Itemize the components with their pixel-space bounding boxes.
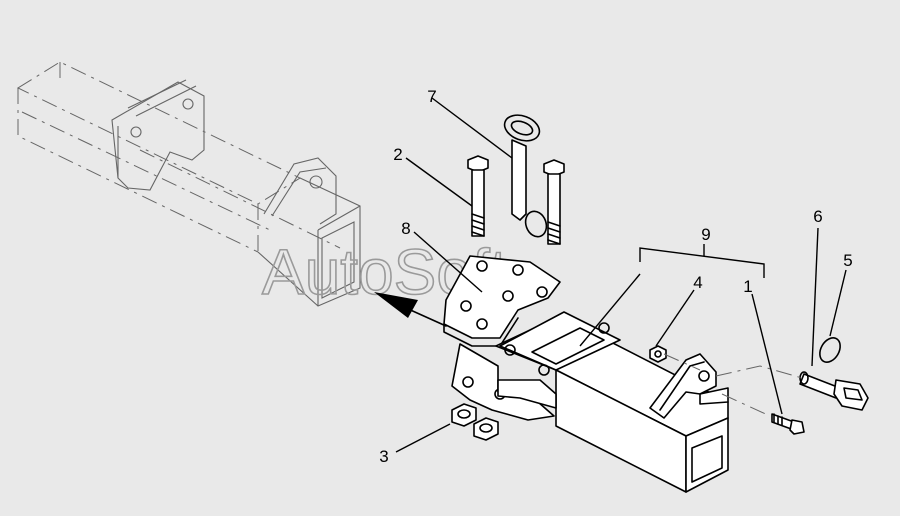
callout-6: 6 <box>813 207 822 226</box>
callout-7: 7 <box>427 87 436 106</box>
callout-8: 8 <box>401 219 410 238</box>
leader-lines <box>395 97 847 453</box>
nut-left <box>451 403 477 427</box>
callout-2: 2 <box>393 145 402 164</box>
callout-5: 5 <box>843 251 852 270</box>
drawbar-assembly <box>451 311 729 493</box>
callout-1: 1 <box>743 277 752 296</box>
pin-with-ring <box>503 114 548 238</box>
coupling-pin <box>799 371 869 411</box>
small-nut <box>649 345 667 363</box>
assembly-lines <box>663 353 803 417</box>
direction-arrow-icon <box>374 292 447 327</box>
small-bolt <box>771 413 805 435</box>
callout-3: 3 <box>379 447 388 466</box>
mounting-plate-upper <box>443 255 561 347</box>
retaining-ring <box>819 337 841 363</box>
phantom-frame <box>16 61 361 307</box>
bolt-left <box>467 155 489 237</box>
callout-4: 4 <box>693 273 702 292</box>
nut-right <box>473 417 499 441</box>
bolt-right <box>543 159 565 245</box>
callout-9: 9 <box>701 225 710 244</box>
